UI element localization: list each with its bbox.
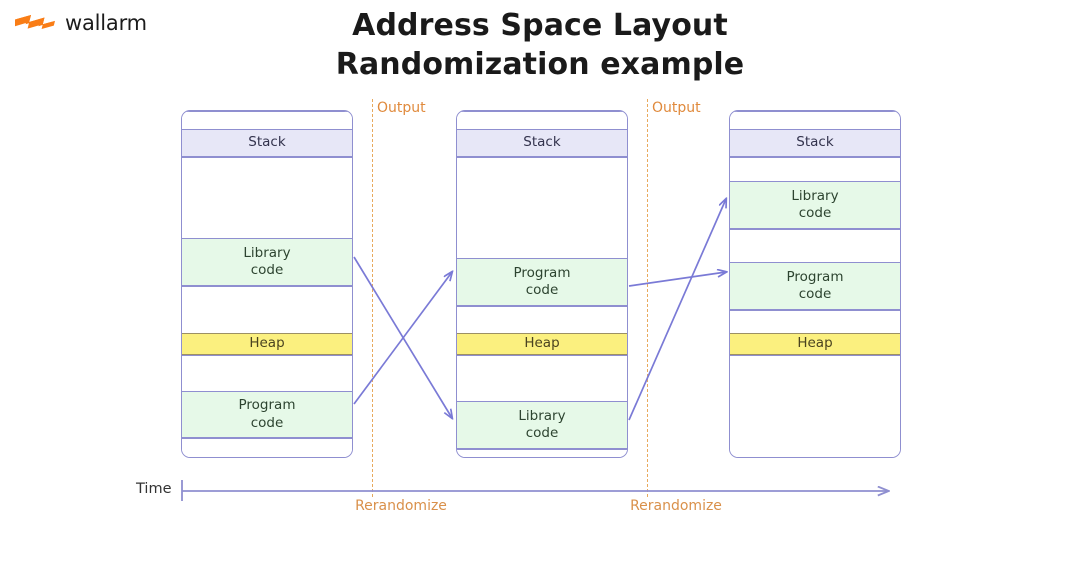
title-line-2: Randomization example xyxy=(335,47,745,82)
segment-heap: Heap xyxy=(730,333,900,355)
segment-heap: Heap xyxy=(182,333,352,355)
segment-stack: Stack xyxy=(182,129,352,157)
brand-logo: wallarm xyxy=(14,12,147,34)
segment-free-8 xyxy=(182,438,352,457)
segment-free-6 xyxy=(730,310,900,333)
segment-free-0 xyxy=(457,111,627,129)
output-label-1: Output xyxy=(377,100,426,116)
segment-free-8 xyxy=(457,449,627,457)
time-axis-label: Time xyxy=(136,481,172,497)
arrow-lib-1-to-2 xyxy=(353,256,452,418)
arrow-lib-2-to-3 xyxy=(628,199,726,421)
segment-stack: Stack xyxy=(730,129,900,157)
segment-free-2 xyxy=(182,157,352,238)
segment-free-4 xyxy=(182,286,352,333)
segment-label: Heap xyxy=(524,335,560,352)
segment-free-2 xyxy=(457,157,627,258)
rerandomize-divider-1 xyxy=(372,99,373,497)
segment-free-4 xyxy=(730,229,900,262)
segment-free-2 xyxy=(730,157,900,181)
page-title: Address Space Layout Randomization examp… xyxy=(0,6,1080,84)
output-label-2: Output xyxy=(652,100,701,116)
segment-free-0 xyxy=(182,111,352,129)
segment-free-6 xyxy=(182,355,352,391)
rerandomize-divider-2 xyxy=(647,99,648,497)
segment-free-0 xyxy=(730,111,900,129)
title-line-1: Address Space Layout xyxy=(352,8,728,43)
segment-label: Heap xyxy=(797,335,833,352)
wallarm-bolt-icon xyxy=(15,15,55,29)
segment-stack: Stack xyxy=(457,129,627,157)
arrow-prog-1-to-2 xyxy=(353,272,452,405)
segment-heap: Heap xyxy=(457,333,627,355)
arrow-prog-2-to-3 xyxy=(628,272,726,287)
rerandomize-label-2: Rerandomize xyxy=(630,498,722,514)
segment-free-4 xyxy=(457,306,627,333)
segment-label: Stack xyxy=(248,134,286,151)
brand-name: wallarm xyxy=(65,10,147,35)
segment-label: Heap xyxy=(249,335,285,352)
segment-free-6 xyxy=(457,355,627,401)
segment-label: Stack xyxy=(796,134,834,151)
rerandomize-label-1: Rerandomize xyxy=(355,498,447,514)
segment-free-8 xyxy=(730,355,900,457)
segment-label: Stack xyxy=(523,134,561,151)
